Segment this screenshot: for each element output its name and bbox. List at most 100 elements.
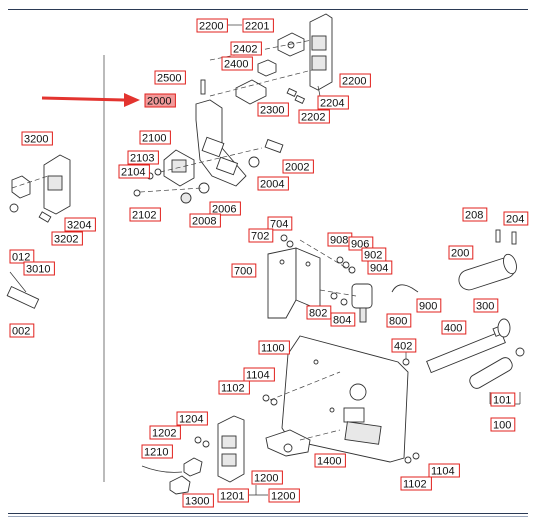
callout-2006: 2006 xyxy=(209,201,241,216)
callout-text: 2004 xyxy=(260,179,284,191)
callout-2002: 2002 xyxy=(282,159,314,174)
top-border-line xyxy=(8,9,528,10)
callout-text: 1201 xyxy=(220,491,244,503)
callout-1400: 1400 xyxy=(314,453,346,468)
callout-1204: 1204 xyxy=(176,411,208,426)
callout-1202: 1202 xyxy=(149,425,181,440)
callout-208: 208 xyxy=(462,207,488,222)
callout-2204: 2204 xyxy=(317,95,349,110)
callout-100: 100 xyxy=(490,417,516,432)
callout-1210: 1210 xyxy=(141,444,173,459)
screws-1102-1104 xyxy=(262,394,420,464)
callout-text: 208 xyxy=(465,210,483,222)
clip-2400 xyxy=(257,59,277,77)
callout-2500: 2500 xyxy=(154,70,186,85)
callout-1200: 1200 xyxy=(268,488,300,503)
callout-text: 2204 xyxy=(320,98,344,110)
callout-2200: 2200 xyxy=(196,18,228,33)
panel-1100 xyxy=(281,335,409,463)
callout-800: 800 xyxy=(386,313,412,328)
callout-1104: 1104 xyxy=(428,463,460,478)
washers-902-906-908 xyxy=(336,256,356,274)
callout-text: 702 xyxy=(251,231,269,243)
callout-text: 2300 xyxy=(260,105,284,117)
callout-text: 204 xyxy=(506,214,524,226)
callout-text: 200 xyxy=(451,248,469,260)
callout-908: 908 xyxy=(327,232,353,247)
main-plate-2000 xyxy=(195,99,247,187)
callout-text: 2500 xyxy=(157,73,181,85)
callout-700: 700 xyxy=(231,263,257,278)
callout-text: 1204 xyxy=(179,414,203,426)
callout-text: 3200 xyxy=(24,134,48,146)
solenoid-800 xyxy=(351,283,373,323)
bracket-2200-vertical-plate xyxy=(309,13,333,97)
callout-904: 904 xyxy=(367,260,393,275)
sensor-1210 xyxy=(141,457,203,477)
callout-2000: 2000 xyxy=(144,93,176,108)
callout-2008: 2008 xyxy=(189,213,221,228)
callout-text: 800 xyxy=(389,316,407,328)
callout-text: 100 xyxy=(493,420,511,432)
screws-702-704 xyxy=(280,234,294,248)
callout-text: 902 xyxy=(364,250,382,262)
bushing-300 xyxy=(497,318,511,338)
callout-text: 1102 xyxy=(403,479,427,491)
callout-2400: 2400 xyxy=(221,56,253,71)
left-assembly-3200 xyxy=(9,154,71,223)
callout-3204: 3204 xyxy=(64,217,96,232)
callout-text: 1102 xyxy=(221,383,245,395)
callout-1102: 1102 xyxy=(218,380,250,395)
callout-text: 2100 xyxy=(142,133,166,145)
callout-text: 900 xyxy=(419,301,437,313)
callout-text: 1104 xyxy=(246,370,270,382)
callout-text: 1200 xyxy=(254,473,278,485)
callout-text: 3010 xyxy=(26,264,50,276)
screw-402 xyxy=(402,350,410,366)
callout-402: 402 xyxy=(391,338,417,353)
roller-200 xyxy=(458,253,517,291)
callout-1300: 1300 xyxy=(182,493,214,508)
callout-text: 300 xyxy=(476,301,494,313)
screws-802-804 xyxy=(330,292,348,306)
callout-1200: 1200 xyxy=(251,470,283,485)
callout-300: 300 xyxy=(473,298,499,313)
callout-3010: 3010 xyxy=(23,261,55,276)
screws-204-208 xyxy=(495,229,517,245)
callout-text: 101 xyxy=(493,395,511,407)
callout-text: 1210 xyxy=(144,447,168,459)
callout-text: 400 xyxy=(444,323,462,335)
callout-text: 002 xyxy=(12,326,30,338)
callout-text: 2402 xyxy=(233,44,257,56)
callout-101: 101 xyxy=(490,392,516,407)
pins-2202-2204 xyxy=(286,87,306,105)
callout-text: 1400 xyxy=(317,456,341,468)
bracket-2100 xyxy=(163,149,195,187)
callout-text: 2002 xyxy=(285,162,309,174)
block-2300 xyxy=(235,79,267,105)
clip-1300 xyxy=(169,475,191,495)
callout-012: 012 xyxy=(9,249,35,264)
callout-text: 402 xyxy=(394,341,412,353)
callout-text: 2200 xyxy=(342,76,366,88)
callout-1104: 1104 xyxy=(243,367,275,382)
callout-804: 804 xyxy=(330,312,356,327)
callout-900: 900 xyxy=(416,298,442,313)
callout-2100: 2100 xyxy=(139,130,171,145)
callout-text: 1200 xyxy=(271,491,295,503)
callout-text: 2400 xyxy=(224,59,248,71)
callout-text: 1100 xyxy=(261,343,285,355)
callout-2202: 2202 xyxy=(298,109,330,124)
callout-text: 1202 xyxy=(152,428,176,440)
left-shaft-3010 xyxy=(6,271,40,309)
callout-text: 2103 xyxy=(130,153,154,165)
callout-1100: 1100 xyxy=(258,340,290,355)
callout-1102: 1102 xyxy=(400,476,432,491)
callout-text: 704 xyxy=(270,219,288,231)
callout-text: 1104 xyxy=(431,466,455,478)
latch-2201 xyxy=(277,32,305,57)
callout-text: 012 xyxy=(12,252,30,264)
callout-text: 908 xyxy=(330,235,348,247)
